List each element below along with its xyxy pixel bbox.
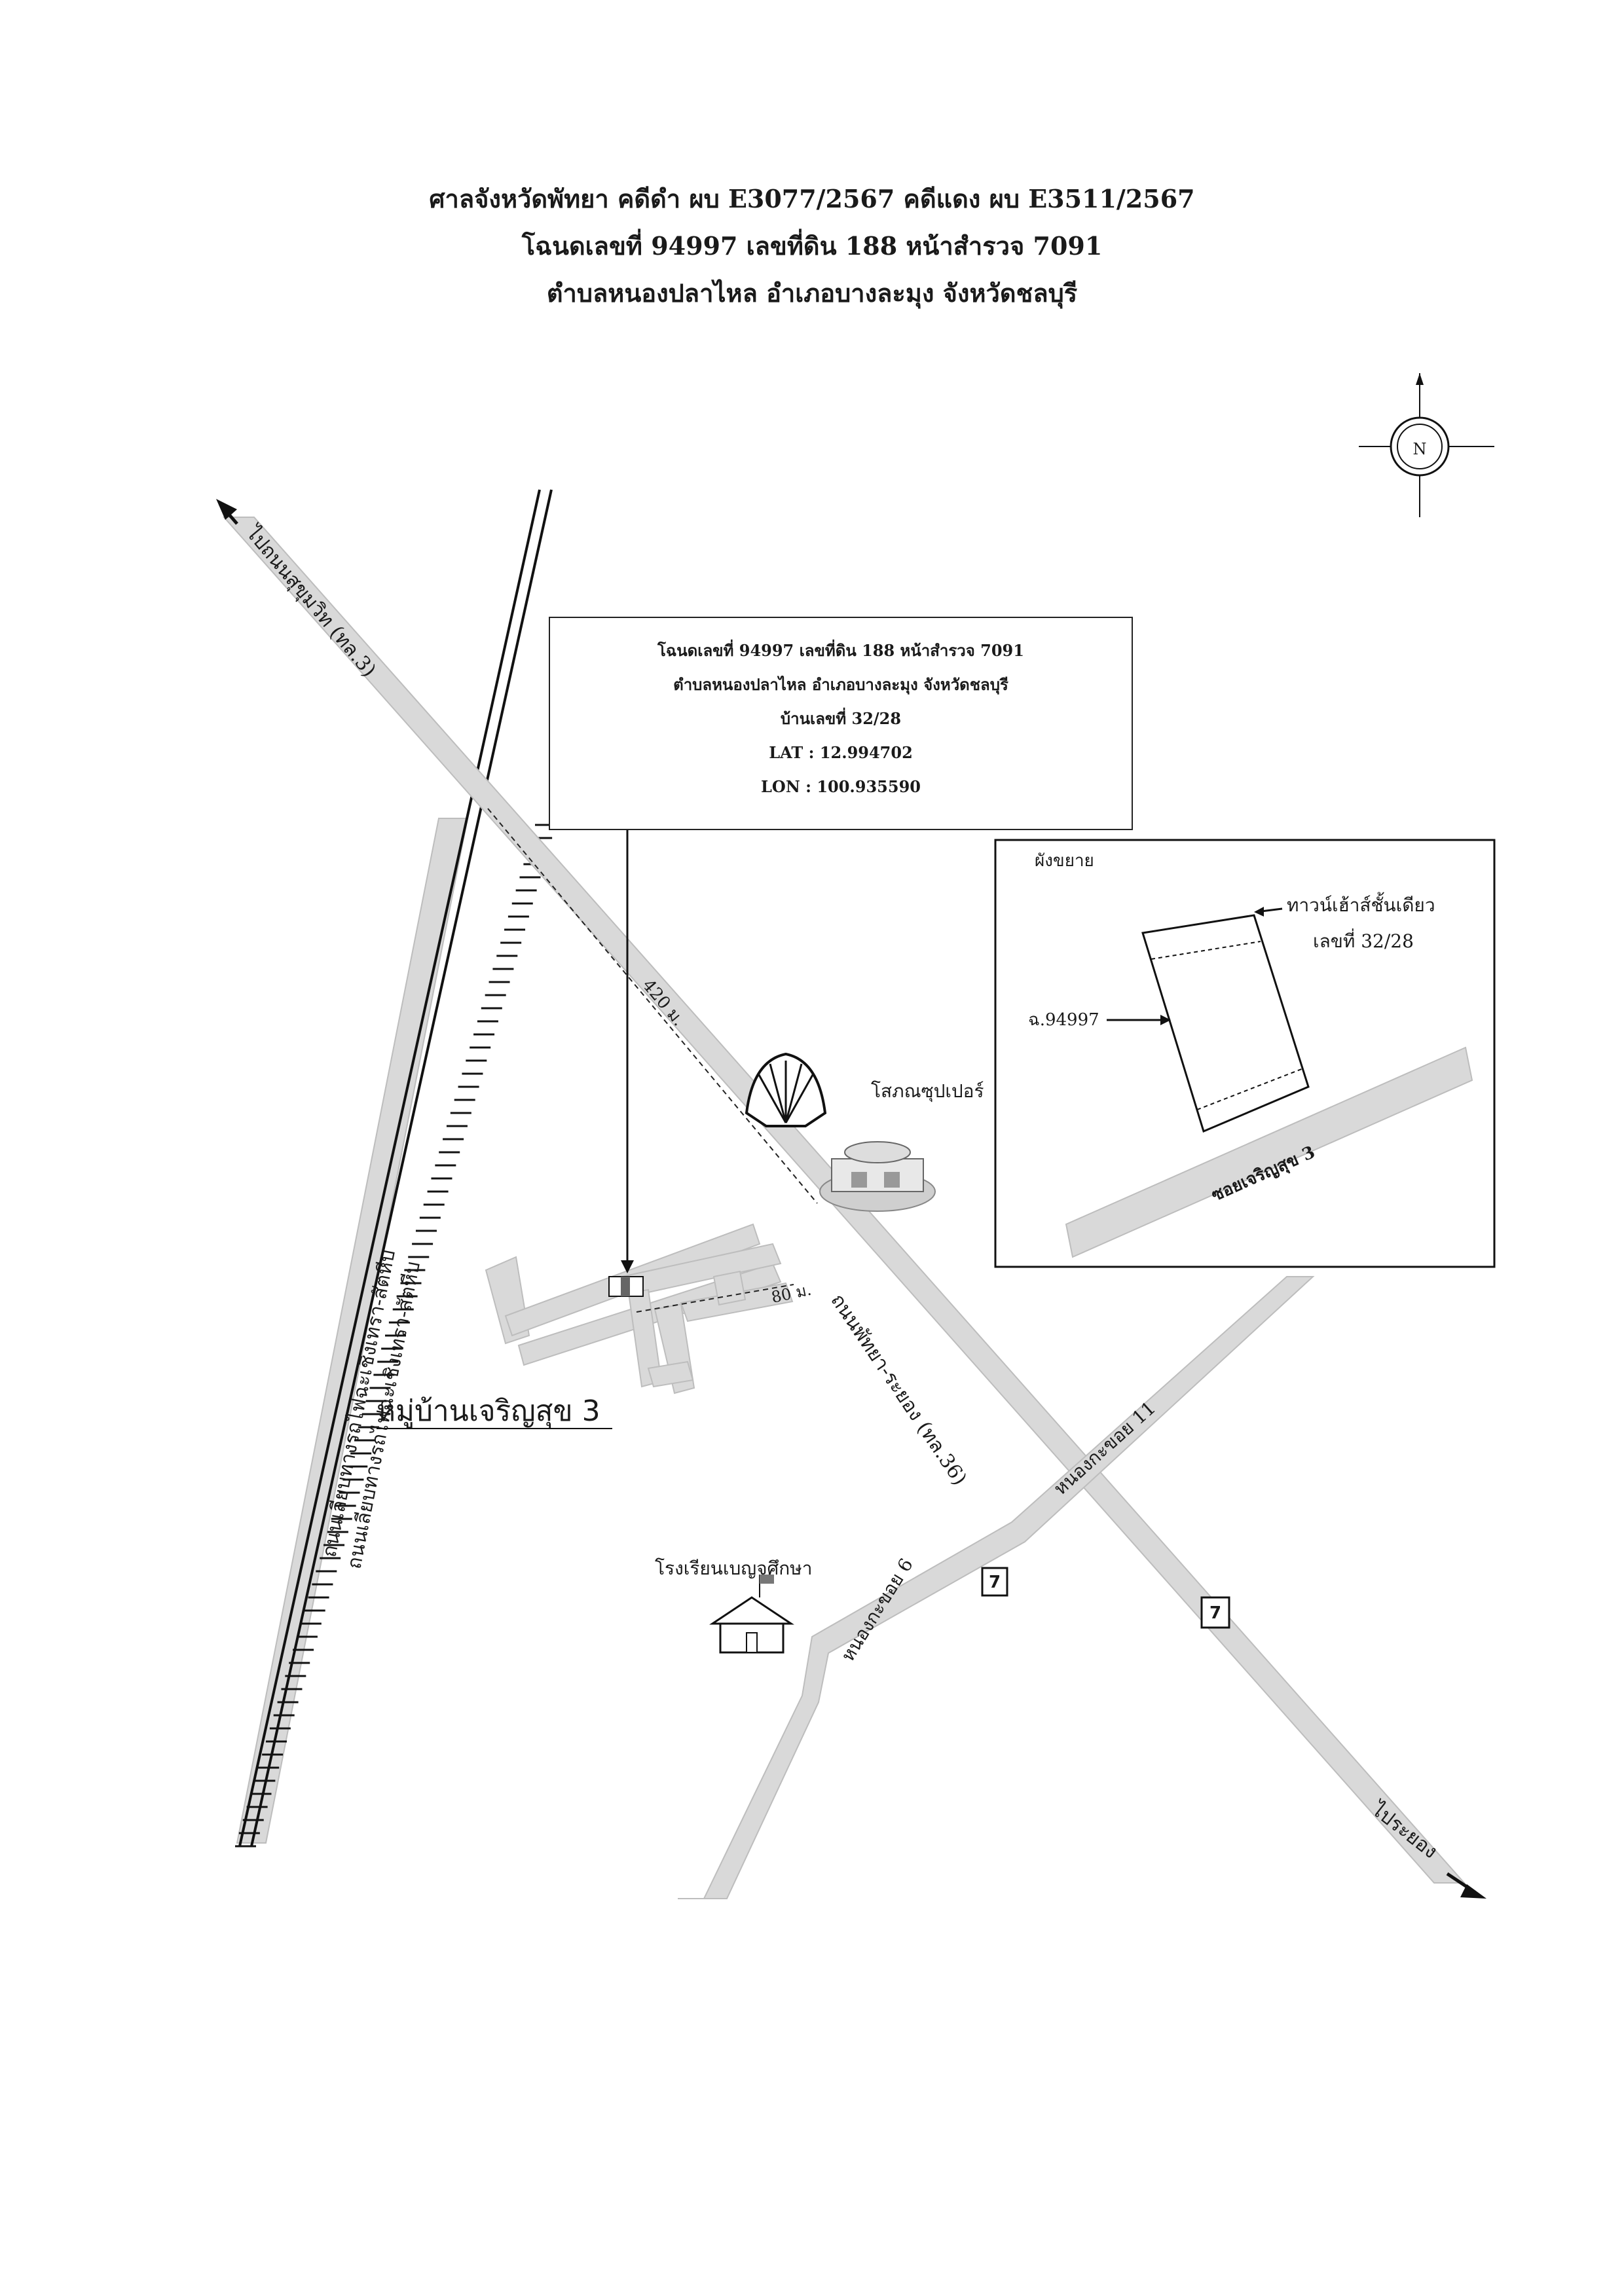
info-house-number: บ้านเลขที่ 32/28: [780, 709, 902, 728]
info-deed-line: โฉนดเลขที่ 94997 เลขที่ดิน 188 หน้าสำรวจ…: [657, 641, 1024, 660]
inset-soi-road: [1065, 1046, 1473, 1258]
to-rayong-label: ไประยอง: [1366, 1797, 1442, 1863]
supermarket-icon: [819, 1141, 936, 1212]
inset-deed-arrow-icon: [1160, 1015, 1171, 1025]
svg-text:7: 7: [989, 1573, 1001, 1592]
distance-420-measure: [487, 808, 818, 1204]
village-streets: [485, 1223, 794, 1394]
distance-80-measure: [636, 1284, 794, 1313]
inset-townhouse-plot: [1141, 914, 1310, 1133]
document-header: ศาลจังหวัดพัทยา คดีดำ ผบ E3077/2567 คดีแ…: [0, 175, 1624, 317]
location-line: ตำบลหนองปลาไหล อำเภอบางละมุง จังหวัดชลบุ…: [546, 278, 1078, 308]
seven-eleven-icon: 7: [981, 1567, 1008, 1597]
info-location-line: ตำบลหนองปลาไหล อำเภอบางละมุง จังหวัดชลบุ…: [673, 675, 1008, 694]
court-case-line: ศาลจังหวัดพัทยา คดีดำ ผบ E3077/2567 คดีแ…: [429, 184, 1195, 213]
shell-station-icon: [745, 1052, 827, 1127]
deed-line: โฉนดเลขที่ 94997 เลขที่ดิน 188 หน้าสำรวจ…: [521, 231, 1103, 261]
info-latitude: LAT : 12.994702: [769, 743, 913, 762]
plot-info-box: โฉนดเลขที่ 94997 เลขที่ดิน 188 หน้าสำรวจ…: [549, 617, 1133, 830]
arrow-to-sukhumvit-icon: [216, 499, 238, 525]
inset-house-number: เลขที่ 32/28: [1313, 928, 1414, 952]
compass-icon: [1359, 373, 1494, 517]
inset-title: ผังขยาย: [1035, 851, 1094, 871]
inset-house-label: ทาวน์เฮ้าส์ชั้นเดียว: [1287, 892, 1435, 916]
nongkakoi-road: [678, 1276, 1315, 1899]
village-label: หมู่บ้านเจริญสุข 3: [377, 1394, 600, 1429]
distance-80-label: 80 ม.: [769, 1281, 813, 1307]
arrow-to-rayong-icon: [1446, 1872, 1486, 1899]
compass-letter: N: [1413, 440, 1427, 458]
supermarket-label: โสภณซุปเปอร์: [871, 1080, 984, 1102]
info-longitude: LON : 100.935590: [761, 777, 921, 796]
inset-house-arrow-icon: [1254, 907, 1264, 917]
sukhumvit-label: ไปถนนสุขุมวิท (ทล.3): [240, 520, 381, 682]
school-icon: [709, 1575, 794, 1654]
seven-eleven-icon: 7: [1200, 1596, 1230, 1629]
school-label: โรงเรียนเบญจศึกษา: [655, 1558, 812, 1579]
svg-text:7: 7: [1209, 1603, 1221, 1623]
plot-pointer-arrow-icon: [621, 1260, 634, 1273]
plot-marker: [608, 1276, 644, 1297]
railway-line: [235, 489, 556, 1848]
inset-deed-label: ฉ.94997: [1028, 1010, 1099, 1030]
